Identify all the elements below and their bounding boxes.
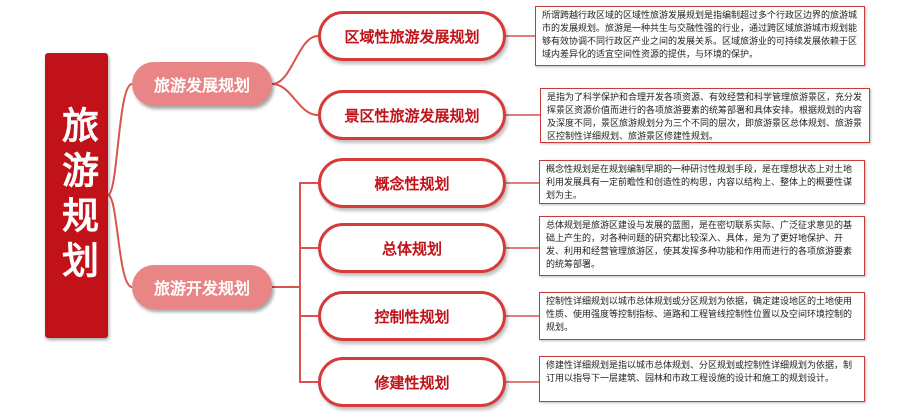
connector-branch2-leaf3 xyxy=(299,287,318,317)
root-title: 旅游规划 xyxy=(55,105,99,286)
description-constructive-planning: 修建性详细规划是指以城市总体规划、分区规划或控制性详细规划为依据，制订用以指导下… xyxy=(539,356,865,402)
leaf-node-constructive-planning: 修建性规划 xyxy=(318,357,506,407)
leaf-node-scenic-planning: 景区性旅游发展规划 xyxy=(318,90,506,140)
connector-branch1-leaf1 xyxy=(271,35,319,85)
connector-branch2-leaf4 xyxy=(299,316,318,383)
leaf-node-conceptual-planning: 概念性规划 xyxy=(318,158,506,208)
connector-branch1-leaf2 xyxy=(271,83,319,116)
description-conceptual-planning: 概念性规划是在规划编制早期的一种研讨性规划手段，是在理想状态上对土地利用发展具有… xyxy=(539,160,865,204)
branch-node-tourism-exploitation: 旅游开发规划 xyxy=(132,265,272,309)
leaf-node-master-planning: 总体规划 xyxy=(318,223,506,273)
leaf-node-regulatory-planning: 控制性规划 xyxy=(318,291,506,341)
root-node: 旅游规划 xyxy=(45,53,108,338)
leaf-node-regional-planning: 区域性旅游发展规划 xyxy=(318,11,506,61)
description-regulatory-planning: 控制性详细规划以城市总体规划或分区规划为依据，确定建设地区的土地使用性质、使用强… xyxy=(539,292,865,340)
description-scenic-planning: 是指为了科学保护和合理开发各项资源、有效经营和科学管理旅游景区，充分发挥景区资源… xyxy=(540,88,870,143)
branch-node-tourism-development: 旅游发展规划 xyxy=(132,62,272,106)
connector-branch2-leaf1 xyxy=(272,182,318,288)
connector-root-branch-2 xyxy=(107,194,133,288)
description-regional-planning: 所谓跨越行政区域的区域性旅游发展规划是指编制超过多个行政区边界的旅游城市的发展规… xyxy=(535,6,865,66)
description-master-planning: 总体规划是旅游区建设与发展的蓝图，是在密切联系实际、广泛征求意见的基础上产生的，… xyxy=(539,216,865,276)
connector-root-branch-1 xyxy=(107,83,133,196)
